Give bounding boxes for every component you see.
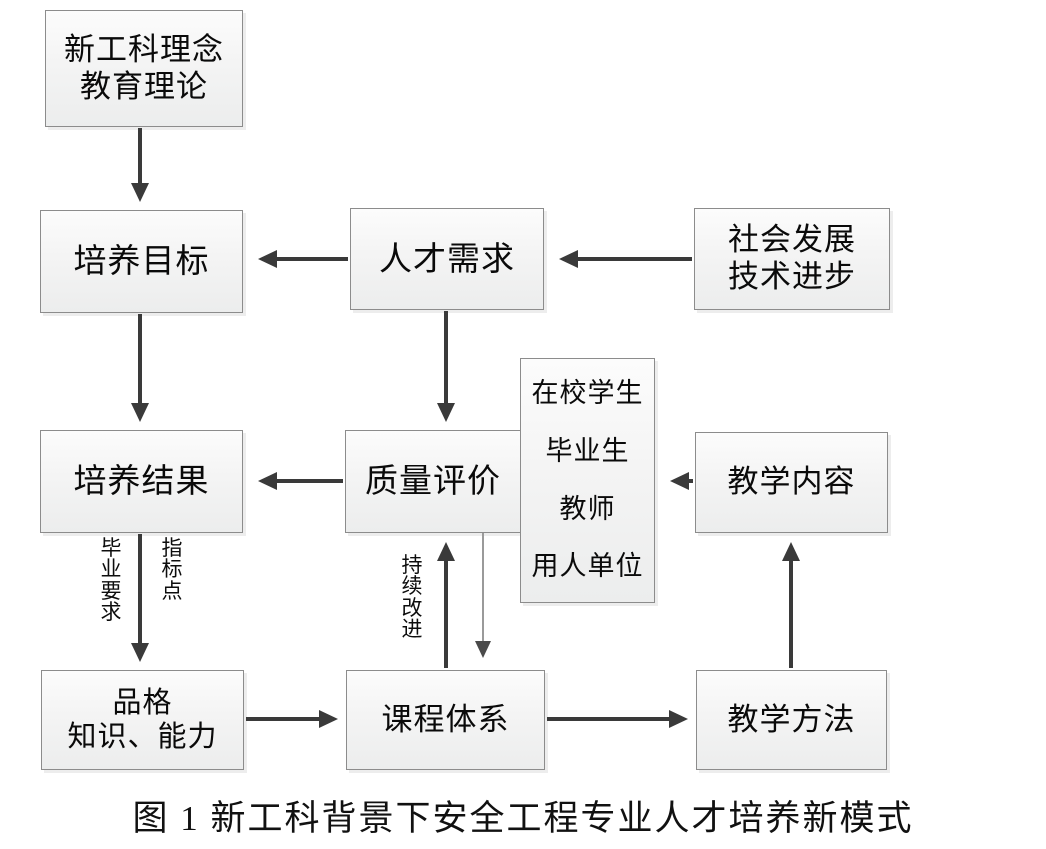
edge-label-indicator-point: 指标点	[160, 537, 184, 603]
stakeholder-item-teachers: 教师	[559, 493, 616, 524]
node-method[interactable]: 教学方法	[696, 670, 887, 770]
node-demand-label: 人才需求	[379, 239, 515, 277]
node-course-label: 课程体系	[381, 701, 510, 737]
node-quality-label: 质量评价	[365, 462, 501, 500]
edge-label-continuous-improvement: 持续改进	[400, 555, 424, 641]
stakeholder-item-graduates: 毕业生	[545, 435, 630, 466]
node-course[interactable]: 课程体系	[346, 670, 545, 770]
node-character[interactable]: 品格 知识、能力	[41, 670, 244, 770]
node-goal[interactable]: 培养目标	[40, 210, 243, 313]
node-society-label: 社会发展 技术进步	[728, 222, 856, 294]
node-concept[interactable]: 新工科理念 教育理论	[45, 10, 243, 127]
edge-label-indicator-point-text: 指标点	[161, 537, 183, 603]
node-method-label: 教学方法	[727, 701, 856, 737]
edge-label-continuous-improvement-text: 持续改进	[401, 554, 423, 642]
node-result[interactable]: 培养结果	[40, 430, 243, 533]
node-content-label: 教学内容	[727, 464, 856, 500]
edge-label-graduation-requirement: 毕业要求	[99, 538, 123, 624]
node-quality[interactable]: 质量评价	[345, 430, 521, 533]
node-concept-label: 新工科理念 教育理论	[64, 31, 224, 104]
node-result-label: 培养结果	[73, 462, 210, 500]
node-content[interactable]: 教学内容	[695, 432, 888, 533]
stakeholder-item-employers: 用人单位	[531, 551, 644, 582]
edge-label-graduation-requirement-text: 毕业要求	[100, 537, 122, 625]
node-society[interactable]: 社会发展 技术进步	[694, 208, 890, 310]
stakeholder-item-students: 在校学生	[531, 378, 644, 409]
node-stakeholders[interactable]: 在校学生 毕业生 教师 用人单位	[520, 358, 655, 603]
node-goal-label: 培养目标	[73, 242, 210, 280]
figure-caption: 图 1 新工科背景下安全工程专业人才培养新模式	[132, 799, 914, 838]
node-demand[interactable]: 人才需求	[350, 208, 544, 310]
node-character-label: 品格 知识、能力	[67, 686, 218, 753]
